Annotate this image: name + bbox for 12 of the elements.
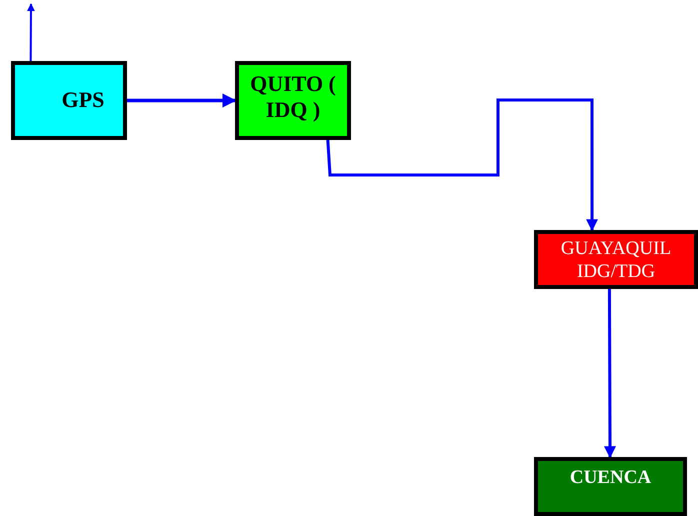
- box-label: GPS: [60, 87, 106, 114]
- box-label: GUAYAQUIL IDG/TDG: [560, 238, 672, 284]
- box-label: QUITO ( IDQ ): [249, 71, 337, 124]
- arrow: [604, 289, 616, 458]
- process-box: [11, 61, 127, 140]
- process-box: [534, 457, 687, 516]
- arrow: [326, 98, 598, 232]
- arrow: [127, 94, 236, 108]
- arrow: [26, 3, 35, 61]
- process-box: [534, 230, 698, 289]
- process-box: [235, 61, 351, 140]
- box-label: CUENCA: [568, 467, 652, 490]
